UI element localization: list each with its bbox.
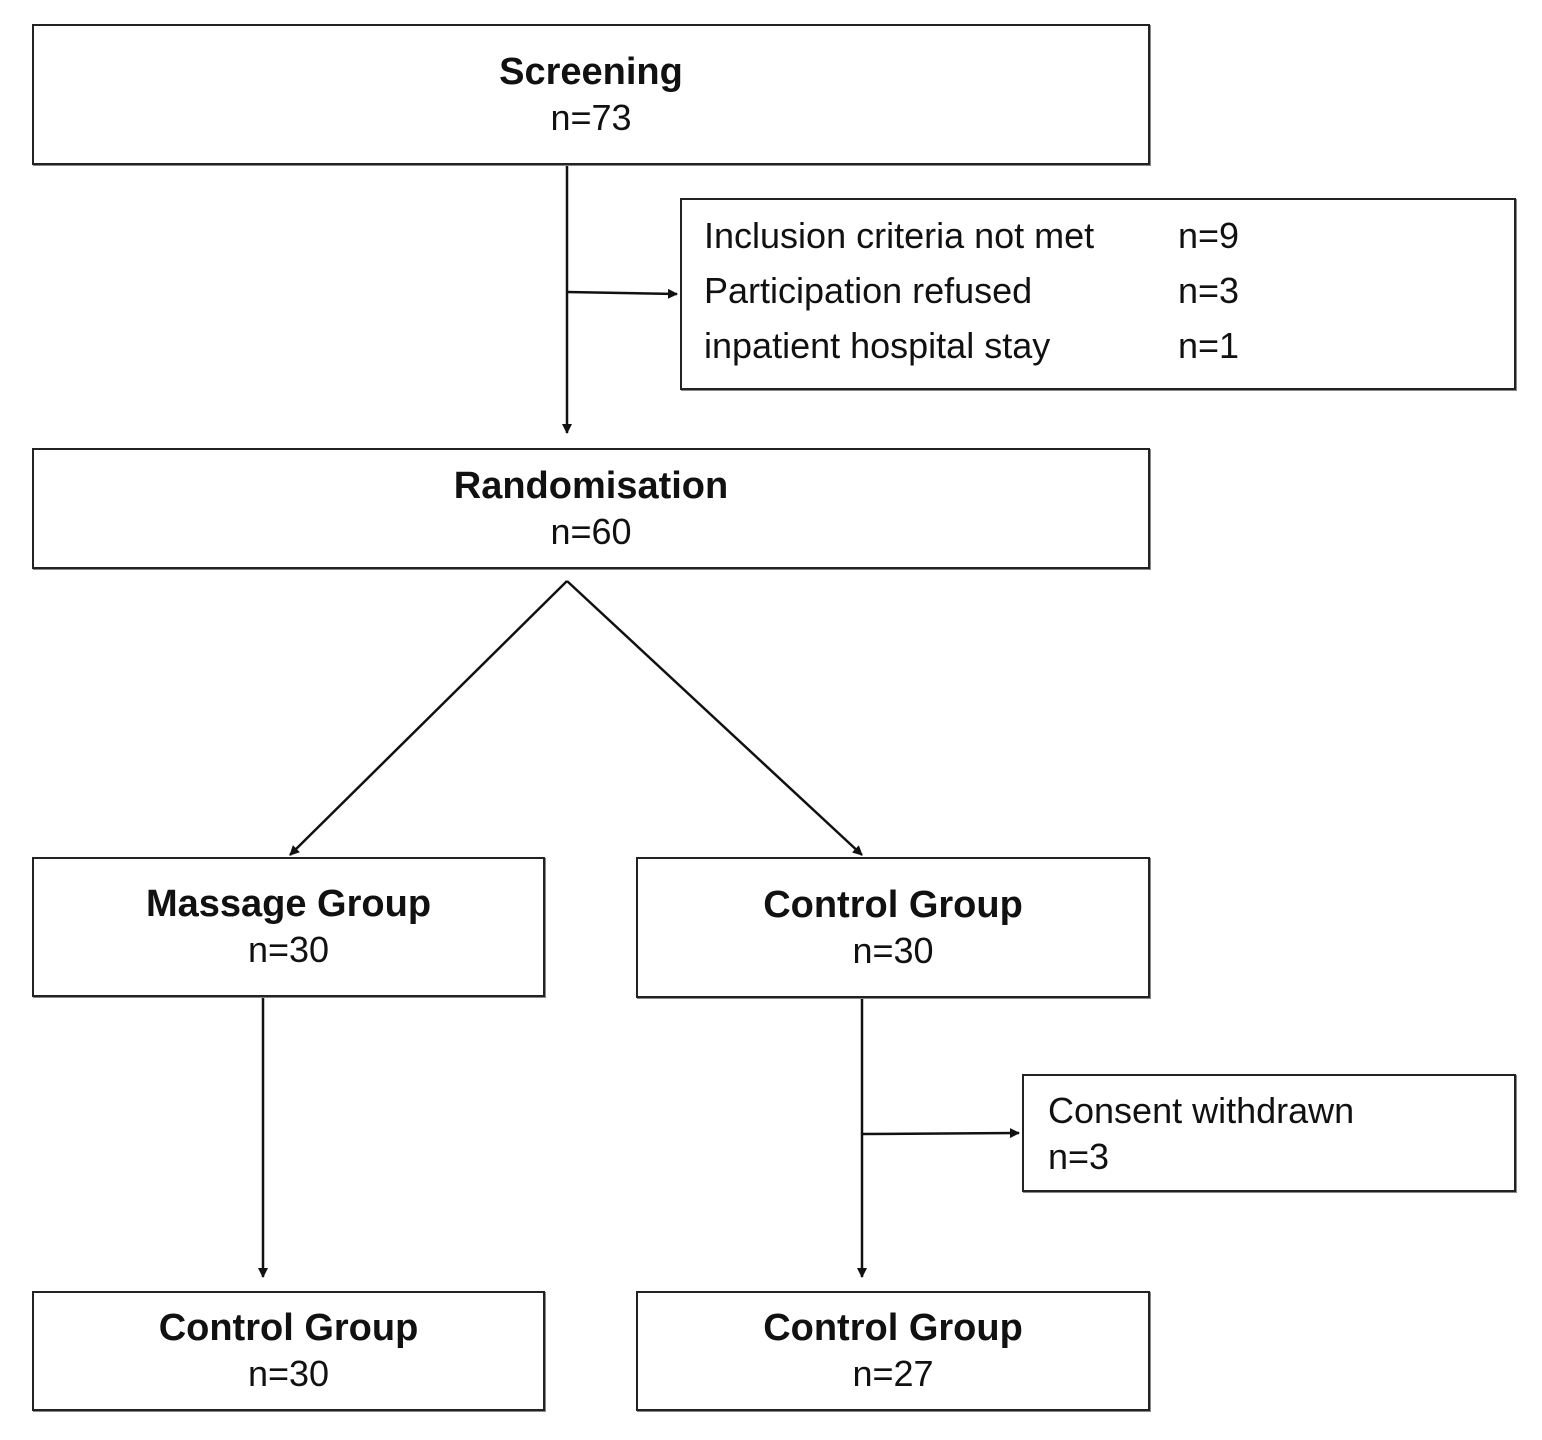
- massage-group-title: Massage Group: [145, 883, 432, 925]
- withdrawal-count: n=3: [1048, 1136, 1110, 1177]
- exclusion-label: inpatient hospital stay: [704, 325, 1051, 366]
- massage-group-count: n=30: [247, 929, 330, 970]
- screening-title: Screening: [499, 50, 683, 93]
- final-control-title: Control Group: [763, 1307, 1023, 1349]
- arrow-randomisation-to-massage: [289, 580, 568, 856]
- withdrawal-box: Consent withdrawn n=3: [1022, 1074, 1516, 1192]
- final-control-box: Control Group n=27: [636, 1291, 1150, 1411]
- control-group-count: n=30: [852, 929, 934, 971]
- arrow-randomisation-to-control: [566, 580, 863, 856]
- arrow-to-withdrawal: [861, 1128, 1020, 1139]
- exclusion-count: n=1: [1178, 325, 1240, 366]
- randomisation-title: Randomisation: [453, 464, 729, 507]
- randomisation-count: n=60: [550, 510, 632, 552]
- screening-count: n=73: [550, 96, 632, 138]
- exclusion-count: n=3: [1178, 270, 1240, 311]
- control-group-title: Control Group: [763, 883, 1023, 926]
- randomisation-box: Randomisation n=60: [32, 448, 1150, 569]
- final-massage-box: Control Group n=30: [32, 1291, 545, 1411]
- exclusions-box: Inclusion criteria not met n=9 Participa…: [680, 198, 1516, 390]
- exclusion-label: Inclusion criteria not met: [704, 215, 1095, 256]
- arrow-to-exclusions: [566, 288, 678, 299]
- exclusion-label: Participation refused: [704, 270, 1033, 311]
- final-massage-count: n=30: [247, 1353, 330, 1394]
- massage-group-box: Massage Group n=30: [32, 857, 545, 997]
- final-massage-title: Control Group: [158, 1307, 419, 1349]
- screening-box: Screening n=73: [32, 24, 1150, 165]
- exclusion-count: n=9: [1178, 215, 1240, 256]
- withdrawal-label: Consent withdrawn: [1048, 1090, 1355, 1131]
- control-group-box: Control Group n=30: [636, 857, 1150, 998]
- final-control-count: n=27: [852, 1353, 934, 1394]
